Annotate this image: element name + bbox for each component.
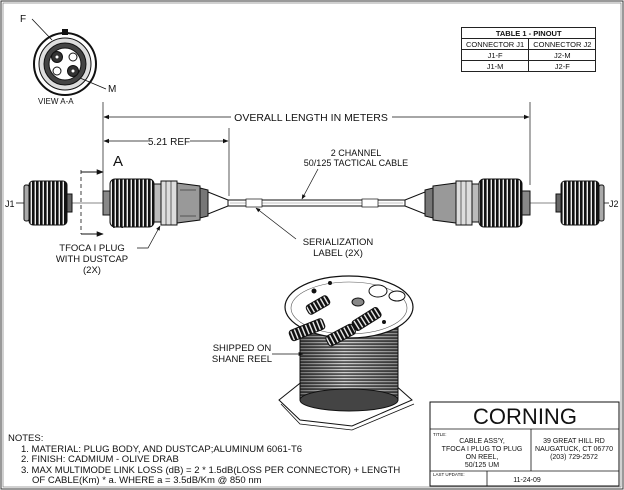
j2-dustcap	[530, 180, 609, 226]
serialization-label-line1: SERIALIZATION	[303, 237, 374, 248]
left-plug	[102, 178, 229, 228]
notes-block: NOTES: 1. MATERIAL: PLUG BODY, AND DUSTC…	[8, 433, 401, 487]
j1-label: J1	[5, 199, 15, 209]
reel-label-line1: SHIPPED ON	[213, 343, 272, 354]
view-a-a-label: VIEW A-A	[38, 97, 74, 106]
view-a-a-connector-face	[33, 29, 97, 96]
reel-label-line2: SHANE REEL	[212, 354, 272, 365]
note-line: OF CABLE(Km) * a. WHERE a = 3.5dB/Km @ 8…	[32, 475, 262, 486]
leader-cable	[301, 168, 319, 200]
leader-serialization	[255, 207, 297, 240]
pinout-cell: J1-F	[460, 49, 530, 61]
tactical-cable	[228, 198, 405, 208]
j2-label: J2	[609, 199, 619, 209]
overall-length-label: OVERALL LENGTH IN METERS	[234, 112, 388, 124]
last-update-label: LAST UPDATE:	[433, 472, 465, 477]
cable-label-line1: 2 CHANNEL	[331, 148, 382, 158]
leader-plug	[137, 225, 161, 249]
notes-heading: NOTES:	[8, 433, 44, 444]
note-line: 2. FINISH: CADMIUM - OLIVE DRAB	[21, 454, 179, 465]
pinout-cell: J1-M	[460, 60, 530, 72]
leader-m	[79, 77, 107, 90]
shane-reel	[278, 275, 415, 431]
note-line: 1. MATERIAL: PLUG BODY, AND DUSTCAP;ALUM…	[21, 443, 303, 455]
pinout-table-title: TABLE 1 - PINOUT	[460, 27, 597, 39]
plug-label-line3: (2X)	[83, 265, 101, 276]
callout-f: F	[20, 14, 26, 25]
title-line2: TFOCA I PLUG TO PLUG	[442, 446, 523, 453]
pinout-table: TABLE 1 - PINOUT CONNECTOR J1 CONNECTOR …	[460, 27, 597, 72]
pinout-header-j2: CONNECTOR J2	[528, 38, 597, 50]
title-line1: CABLE ASS'Y,	[459, 438, 505, 445]
title-field-label: TITLE:	[433, 432, 447, 437]
address-line3: (203) 729-2572	[550, 454, 598, 461]
note-line: 3. MAX MULTIMODE LINK LOSS (dB) = 2 * 1.…	[21, 464, 401, 476]
plug-label-line2: WITH DUSTCAP	[56, 254, 128, 265]
section-label-top: A	[113, 153, 123, 170]
address-line1: 39 GREAT HILL RD	[543, 438, 605, 445]
section-a-marker	[80, 169, 104, 237]
table-row: J1-M J2-F	[460, 60, 597, 72]
right-plug	[404, 178, 531, 228]
company-logo: CORNING	[473, 404, 577, 429]
pinout-cell: J2-M	[528, 49, 597, 61]
plug-label-line1: TFOCA I PLUG	[59, 243, 124, 254]
cable-label-line2: 50/125 TACTICAL CABLE	[304, 158, 408, 168]
pinout-cell: J2-F	[528, 60, 597, 72]
last-update-date: 11-24-09	[513, 477, 541, 484]
j1-dustcap	[16, 180, 103, 226]
callout-m: M	[108, 84, 116, 95]
title-block	[429, 401, 620, 487]
pinout-header-j1: CONNECTOR J1	[460, 38, 530, 50]
serialization-label-line2: LABEL (2X)	[313, 248, 363, 259]
leader-f	[31, 18, 53, 41]
table-row: J1-F J2-M	[460, 49, 597, 61]
address-line2: NAUGATUCK, CT 06770	[535, 446, 613, 453]
title-line3: ON REEL,	[466, 454, 499, 461]
ref-dimension-label: 5.21 REF	[148, 137, 190, 148]
title-line4: 50/125 UM	[465, 462, 499, 469]
